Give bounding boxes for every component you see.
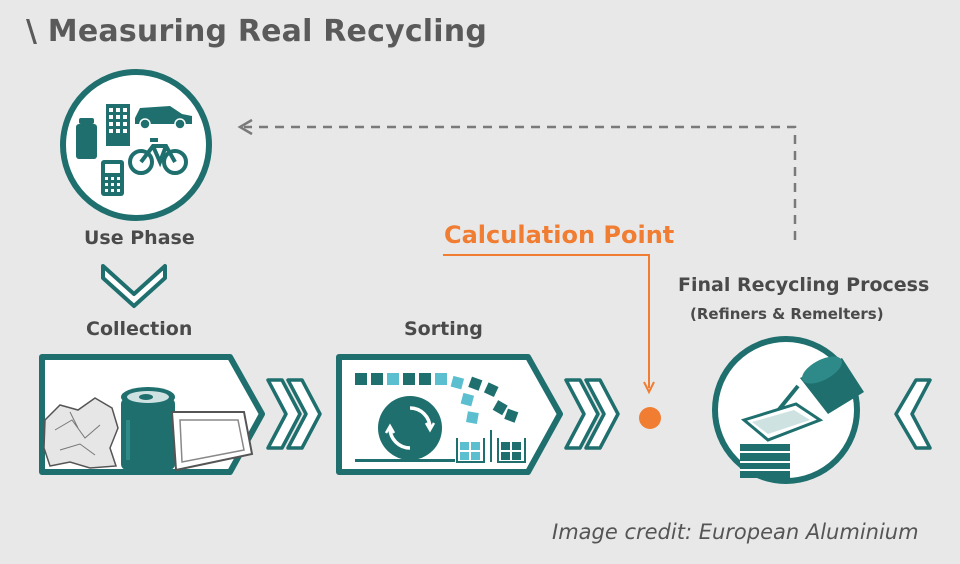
car-icon	[135, 106, 192, 130]
bin-light	[456, 438, 485, 463]
chevron-right-icon	[266, 378, 322, 450]
building-icon	[106, 104, 130, 146]
sorting-drum-icon	[355, 396, 455, 462]
can-icon	[121, 387, 175, 470]
image-credit: Image credit: European Aluminium	[552, 520, 919, 544]
feedback-arrow-head	[237, 118, 253, 136]
phone-icon	[101, 160, 124, 196]
collection-box	[39, 354, 265, 475]
bicycle-icon	[128, 138, 188, 175]
final-recycling-label: Final Recycling Process	[678, 274, 930, 296]
sorting-box	[336, 354, 563, 475]
use-phase-label: Use Phase	[84, 227, 195, 249]
can-icon	[76, 118, 97, 159]
calculation-point-dot	[639, 407, 661, 429]
chevron-right-icon	[564, 378, 620, 450]
use-phase-circle	[60, 69, 212, 221]
final-recycling-circle	[712, 336, 864, 484]
crucible-pour-icon	[740, 356, 864, 478]
chevron-down-icon	[101, 264, 167, 308]
feedback-arrow	[244, 125, 797, 240]
calculation-point-arrowhead	[643, 381, 655, 395]
collection-label: Collection	[86, 318, 193, 340]
calculation-point-connector	[443, 254, 650, 388]
chevron-left-icon	[894, 378, 932, 450]
final-recycling-sublabel: (Refiners & Remelters)	[690, 305, 884, 323]
page-title: \ Measuring Real Recycling	[26, 14, 488, 49]
tray-icon	[170, 411, 254, 472]
calculation-point-label: Calculation Point	[444, 221, 675, 249]
bin-dark	[497, 438, 526, 463]
sorting-label: Sorting	[404, 318, 483, 340]
